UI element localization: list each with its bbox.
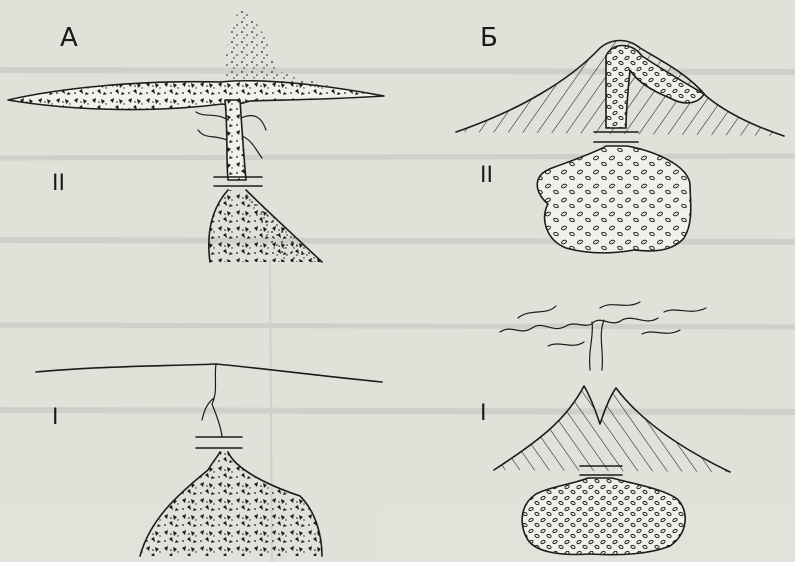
stage-label-b-lower: I — [480, 401, 487, 426]
panel-b-letter: Б — [480, 23, 498, 53]
stage-label-a-upper: II — [52, 171, 65, 196]
stage-label-a-lower: I — [52, 405, 59, 430]
panel-a-letter: А — [60, 23, 78, 53]
stage-label-b-upper: II — [480, 163, 493, 188]
